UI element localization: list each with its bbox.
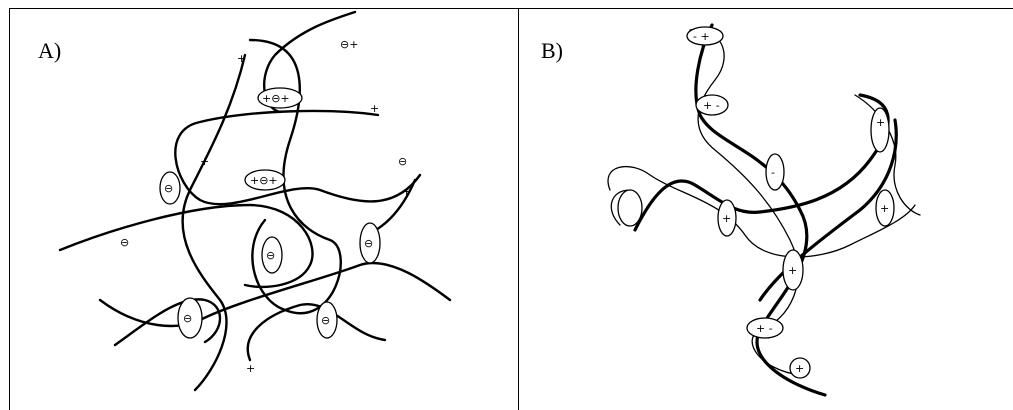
panel-b-ion-pairs: - + + - - + + + + + - + xyxy=(617,26,895,379)
free-ion-symbol: ⊖ xyxy=(120,236,129,249)
chain-a-3 xyxy=(174,109,422,206)
panel-a-chains xyxy=(58,10,452,392)
ribbon-b-3 xyxy=(854,94,921,216)
panel-b-label: B) xyxy=(541,38,563,63)
free-ion-symbol: + xyxy=(200,155,209,168)
frame-top-border xyxy=(9,8,1013,9)
ion-pair-loop xyxy=(617,189,643,227)
ion-pair-loop xyxy=(359,222,381,264)
ion-pair-symbols: - + xyxy=(693,30,710,43)
chain-a-6 xyxy=(113,298,222,347)
free-ion-symbol: ⊖+ xyxy=(340,38,358,51)
free-ion-symbol: ⊖ xyxy=(398,155,407,168)
ion-pair-symbols: - xyxy=(771,166,775,179)
panel-a-ion-pairs: +⊖+ +⊖+ ⊖ ⊖ ⊖ ⊖ ⊖ ⊖+ ⊖ + ⊖ + + + + xyxy=(120,38,411,375)
ion-pair-loop xyxy=(717,199,737,237)
frame-divider xyxy=(518,8,519,410)
ion-pair-loop xyxy=(746,317,784,339)
ion-pair-symbols: ⊖ xyxy=(164,182,173,195)
ion-pair-loop xyxy=(316,301,338,339)
chain-a-5 xyxy=(98,261,452,328)
ion-pair-symbols: ⊖ xyxy=(321,314,330,327)
ribbon-b-2 xyxy=(607,165,916,258)
ion-pair-loop xyxy=(686,26,724,46)
free-ion-symbol: + xyxy=(237,52,246,65)
ion-pair-symbols: + - xyxy=(703,99,720,112)
free-ion-symbol: + xyxy=(246,362,255,375)
ion-pair-symbols: + xyxy=(876,116,885,129)
ion-pair-symbols: + xyxy=(722,212,731,225)
panel-b-drawing: - + + - - + + + + + - + xyxy=(607,23,921,397)
ion-pair-symbols: + - xyxy=(756,322,773,335)
chain-a-7 xyxy=(246,302,387,362)
ion-pair-symbols: +⊖+ xyxy=(250,174,278,187)
ion-pair-loop xyxy=(765,153,785,191)
ion-pair-loop xyxy=(177,297,203,339)
ion-pair-loop xyxy=(695,94,729,116)
free-ion-symbol: + xyxy=(402,185,411,198)
panel-a-drawing: +⊖+ +⊖+ ⊖ ⊖ ⊖ ⊖ ⊖ ⊖+ ⊖ + ⊖ + + + + xyxy=(58,10,452,392)
ion-pair-loop xyxy=(244,169,286,191)
ribbon-b-1 xyxy=(689,28,801,376)
ion-pair-symbols: + xyxy=(788,264,797,277)
free-ion-symbol: + xyxy=(370,102,379,115)
ion-pair-loop xyxy=(789,357,811,379)
frame-left-border xyxy=(9,8,10,410)
ion-pair-loop xyxy=(261,236,283,274)
ion-pair-symbols: ⊖ xyxy=(183,312,192,325)
chain-a-4 xyxy=(58,203,314,289)
ion-pair-symbols: + xyxy=(795,362,804,375)
backbone-b-3 xyxy=(758,118,898,302)
panel-a-label: A) xyxy=(38,38,62,63)
panel-b-backbones xyxy=(633,23,898,397)
ion-pair-symbols: + xyxy=(880,202,889,215)
ion-pair-symbols: +⊖+ xyxy=(262,92,290,105)
ion-pair-loop xyxy=(257,87,303,109)
ion-pair-loop xyxy=(159,171,181,205)
ion-pair-loop xyxy=(875,189,895,227)
ion-pair-symbols: ⊖ xyxy=(364,237,373,250)
chain-a-1 xyxy=(181,53,247,392)
ion-pair-loop xyxy=(782,249,804,291)
ion-pair-loop xyxy=(870,107,890,153)
ion-pair-symbols: ⊖ xyxy=(266,249,275,262)
